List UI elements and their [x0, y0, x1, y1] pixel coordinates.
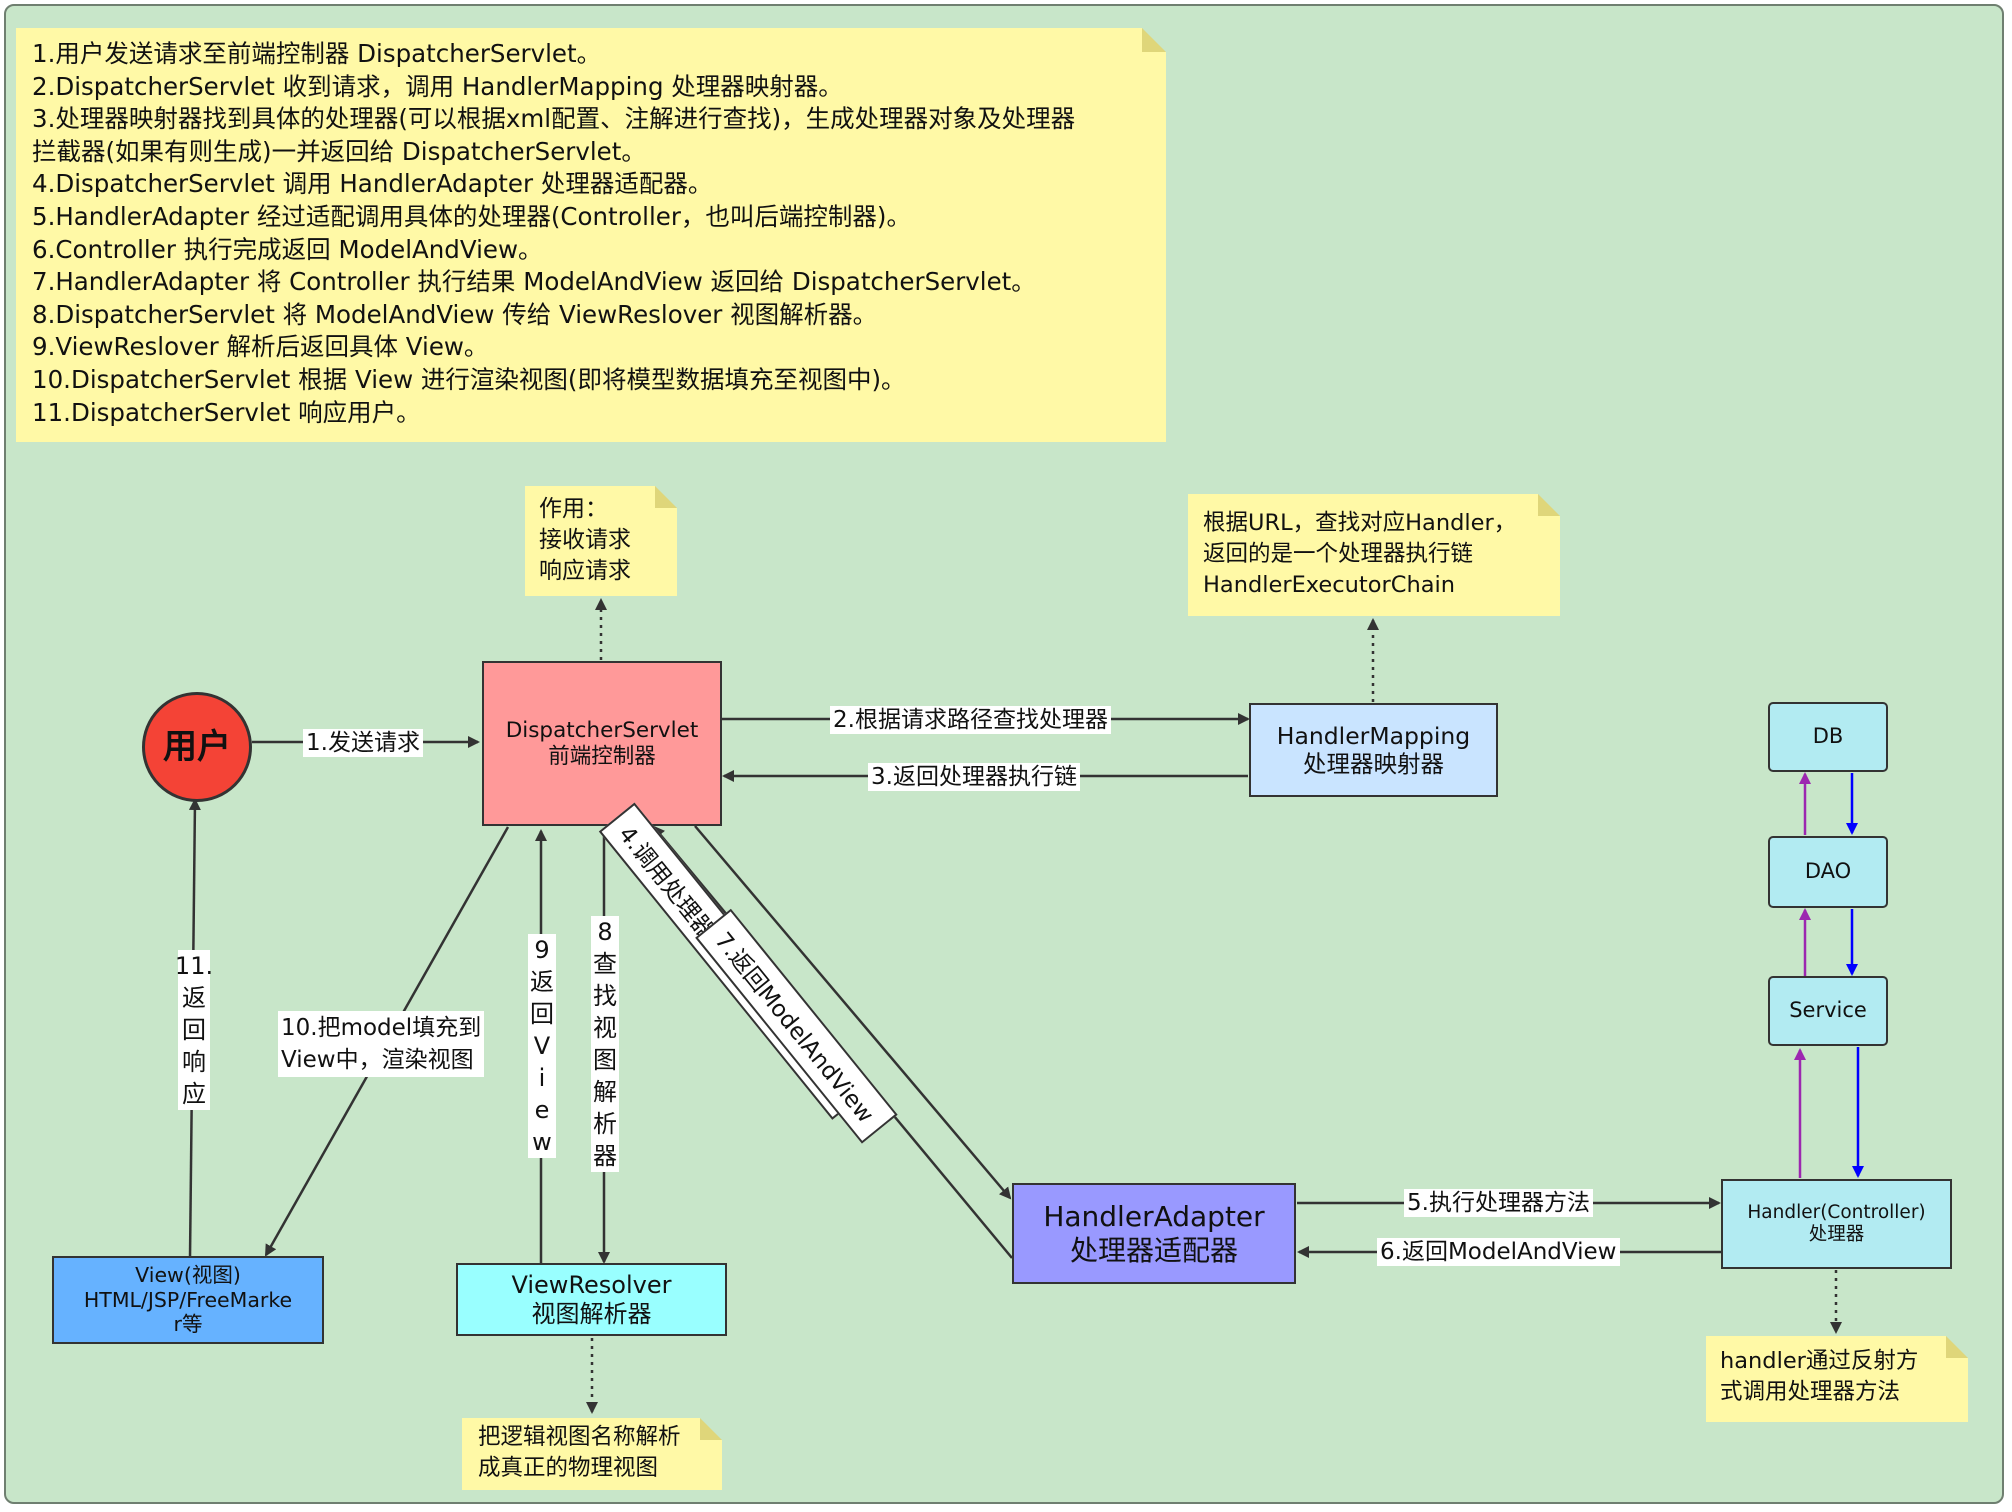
view-resolver-label-line: 视图解析器: [531, 1299, 652, 1328]
edge-11-char: 应: [182, 1080, 206, 1108]
step-line: 9.ViewReslover 解析后返回具体 View。: [32, 332, 489, 362]
view-label-line: r等: [173, 1312, 203, 1337]
dao-label: DAO: [1804, 859, 1852, 884]
edge-11-char: 响: [182, 1048, 206, 1076]
edge-4: [694, 825, 1012, 1200]
edge-6-label: 6.返回ModelAndView: [1377, 1238, 1620, 1267]
handler-mapping-label-line: 处理器映射器: [1303, 750, 1444, 778]
steps-list: 1.用户发送请求至前端控制器 DispatcherServlet。 2.Disp…: [32, 38, 1166, 429]
step-line: 10.DispatcherServlet 根据 View 进行渲染视图(即将模型…: [32, 364, 906, 394]
edge-9-char: e: [534, 1096, 550, 1124]
edge-11-char: 回: [182, 1016, 206, 1044]
resolver-role-text: 把逻辑视图名称解析 成真正的物理视图: [478, 1424, 681, 1481]
view-resolver-label-line: ViewResolver: [511, 1270, 672, 1299]
view-label-line: View(视图): [135, 1263, 241, 1288]
dispatcher-label-line: DispatcherServlet: [505, 717, 699, 743]
edge-8-char: 析: [593, 1110, 617, 1138]
step-line: 8.DispatcherServlet 将 ModelAndView 传给 Vi…: [32, 299, 878, 329]
service-label: Service: [1789, 998, 1867, 1023]
user-node: 用户: [142, 692, 252, 802]
handler-label-line: 处理器: [1808, 1224, 1865, 1245]
note-fold: [700, 1418, 722, 1440]
handler-role-text: handler通过反射方 式调用处理器方法: [1720, 1348, 1919, 1405]
edge-8-char: 视: [593, 1014, 617, 1042]
db-label: DB: [1812, 724, 1844, 749]
handler-controller-node: Handler(Controller) 处理器: [1721, 1179, 1952, 1269]
dispatcher-label-line: 前端控制器: [548, 743, 656, 769]
resolver-role-note: 把逻辑视图名称解析 成真正的物理视图: [462, 1418, 722, 1490]
step-line: 1.用户发送请求至前端控制器 DispatcherServlet。: [32, 39, 602, 68]
edge-9-label: 9 返 回 V i e w: [528, 934, 556, 1158]
edge-2-label: 2.根据请求路径查找处理器: [830, 706, 1111, 735]
edge-3-label: 3.返回处理器执行链: [868, 763, 1080, 792]
user-label: 用户: [163, 726, 231, 767]
edge-9-char: 回: [530, 1000, 554, 1028]
note-fold: [655, 486, 677, 508]
step-line: 2.DispatcherServlet 收到请求，调用 HandlerMappi…: [32, 71, 843, 101]
mapping-role-note: 根据URL，查找对应Handler， 返回的是一个处理器执行链 HandlerE…: [1188, 494, 1560, 616]
dispatcher-role-note: 作用： 接收请求 响应请求: [525, 486, 677, 596]
edge-10-label: 10.把model填充到 View中，渲染视图: [278, 1011, 485, 1077]
edge-8-char: 查: [593, 950, 617, 978]
handler-adapter-label-line: 处理器适配器: [1069, 1233, 1238, 1267]
handler-role-note: handler通过反射方 式调用处理器方法: [1706, 1336, 1968, 1422]
edge-9-char: i: [538, 1064, 546, 1092]
note-fold: [1142, 28, 1166, 52]
step-line: 拦截器(如果有则生成)一并返回给 DispatcherServlet。: [32, 136, 646, 166]
step-line: 11.DispatcherServlet 响应用户。: [32, 397, 421, 427]
step-line: 7.HandlerAdapter 将 Controller 执行结果 Model…: [32, 267, 1036, 297]
handler-adapter-label-line: HandlerAdapter: [1043, 1199, 1265, 1233]
db-node: DB: [1768, 702, 1888, 772]
edge-1-label: 1.发送请求: [303, 729, 423, 758]
edge-11-label: 11. 返 回 响 应: [174, 950, 214, 1110]
edge-8-label: 8 查 找 视 图 解 析 器: [591, 916, 619, 1172]
mapping-role-text: 根据URL，查找对应Handler， 返回的是一个处理器执行链 HandlerE…: [1203, 510, 1517, 598]
edge-11-char: 11.: [174, 952, 214, 980]
step-line: 6.Controller 执行完成返回 ModelAndView。: [32, 234, 543, 264]
dispatcher-role-text: 作用： 接收请求 响应请求: [539, 496, 631, 584]
service-node: Service: [1768, 976, 1888, 1046]
edge-8-char: 8: [597, 918, 613, 946]
edge-8-char: 解: [593, 1078, 617, 1106]
edge-9-char: 9: [534, 936, 550, 964]
note-fold: [1538, 494, 1560, 516]
edge-11-char: 返: [182, 984, 206, 1012]
edge-8-char: 找: [593, 982, 617, 1010]
dispatcher-servlet-node: DispatcherServlet 前端控制器: [482, 661, 722, 826]
view-resolver-node: ViewResolver 视图解析器: [456, 1263, 727, 1336]
handler-label-line: Handler(Controller): [1747, 1201, 1926, 1223]
edge-9-char: V: [533, 1032, 551, 1060]
edge-9-char: 返: [530, 968, 554, 996]
view-label-line: HTML/JSP/FreeMarke: [83, 1287, 293, 1312]
edge-8-char: 图: [593, 1046, 617, 1074]
step-line: 5.HandlerAdapter 经过适配调用具体的处理器(Controller…: [32, 201, 911, 231]
step-line: 3.处理器映射器找到具体的处理器(可以根据xml配置、注解进行查找)，生成处理器…: [32, 104, 1076, 134]
edge-8-char: 器: [593, 1142, 617, 1170]
handler-mapping-label-line: HandlerMapping: [1276, 721, 1471, 750]
edge-5-label: 5.执行处理器方法: [1404, 1189, 1593, 1218]
dao-node: DAO: [1768, 836, 1888, 908]
note-fold: [1946, 1336, 1968, 1358]
edge-9-char: w: [532, 1128, 552, 1156]
handler-mapping-node: HandlerMapping 处理器映射器: [1249, 703, 1498, 797]
handler-adapter-node: HandlerAdapter 处理器适配器: [1012, 1183, 1296, 1284]
step-line: 4.DispatcherServlet 调用 HandlerAdapter 处理…: [32, 169, 713, 199]
view-node: View(视图) HTML/JSP/FreeMarke r等: [52, 1256, 324, 1344]
steps-note: 1.用户发送请求至前端控制器 DispatcherServlet。 2.Disp…: [16, 28, 1166, 442]
